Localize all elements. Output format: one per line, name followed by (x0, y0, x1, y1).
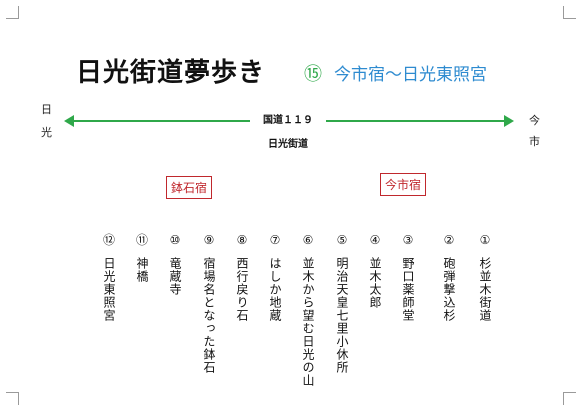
spot-name: 宿場名となった鉢石 (202, 257, 216, 374)
spot-name: 日光東照宮 (102, 257, 116, 322)
spot-number: ② (443, 233, 455, 247)
spot-name: 並木から望む日光の山 (301, 257, 315, 387)
spot-name: 野口薬師堂 (401, 257, 415, 322)
spot-name: 西行戻り石 (235, 257, 249, 322)
road-number-label: 国道１１９ (250, 111, 326, 126)
arrow-right-icon (504, 115, 514, 127)
spot-number: ⑩ (169, 233, 181, 247)
spot-item: ④ 並木太郎 (364, 232, 386, 309)
spot-number: ① (479, 233, 491, 247)
crop-mark-bottom-right (563, 392, 576, 405)
spot-number: ⑥ (302, 233, 314, 247)
spot-item: ① 杉並木街道 (474, 232, 496, 322)
spot-number: ⑧ (236, 233, 248, 247)
spot-name: 並木太郎 (368, 257, 382, 309)
road-name-label: 日光街道 (268, 139, 308, 150)
spot-name: はしか地蔵 (268, 257, 282, 322)
arrow-left-icon (64, 115, 74, 127)
spot-number: ⑦ (269, 233, 281, 247)
station-box-hatsuishi: 鉢石宿 (166, 176, 213, 199)
spot-item: ⑩ 竜蔵寺 (164, 232, 186, 296)
spot-item: ③ 野口薬師堂 (397, 232, 419, 322)
spot-item: ⑦ はしか地蔵 (264, 232, 286, 322)
left-end-label-1: 日 (41, 103, 52, 116)
spot-number: ③ (402, 233, 414, 247)
spot-item: ⑪ 神橋 (131, 232, 153, 283)
spot-number: ⑪ (135, 233, 148, 247)
spot-item: ⑥ 並木から望む日光の山 (297, 232, 319, 387)
crop-mark-top-right (563, 6, 576, 19)
spot-name: 砲弾撃込杉 (442, 257, 456, 322)
spot-item: ⑨ 宿場名となった鉢石 (198, 232, 220, 374)
left-end-label-2: 光 (41, 126, 52, 139)
crop-mark-bottom-left (6, 392, 19, 405)
right-end-label-2: 市 (529, 135, 540, 148)
spot-item: ② 砲弾撃込杉 (438, 232, 460, 322)
spot-name: 杉並木街道 (478, 257, 492, 322)
subtitle-text: 今市宿〜日光東照宮 (334, 65, 487, 85)
station-box-imaichi: 今市宿 (380, 173, 427, 196)
spot-item: ⑤ 明治天皇七里小休所 (331, 232, 353, 374)
right-end-label-1: 今 (529, 114, 540, 127)
subtitle-number: ⑮ (304, 64, 322, 85)
spot-number: ⑤ (336, 233, 348, 247)
spot-name: 竜蔵寺 (168, 257, 182, 296)
spot-number: ⑨ (203, 233, 215, 247)
page-subtitle: ⑮ 今市宿〜日光東照宮 (304, 60, 487, 86)
crop-mark-top-left (6, 6, 19, 19)
page-title: 日光街道夢歩き (76, 58, 266, 88)
spot-number: ④ (369, 233, 381, 247)
spot-item: ⑫ 日光東照宮 (98, 232, 120, 322)
spot-number: ⑫ (102, 233, 115, 247)
spot-name: 明治天皇七里小休所 (335, 257, 349, 374)
spot-name: 神橋 (135, 257, 149, 283)
spot-item: ⑧ 西行戻り石 (231, 232, 253, 322)
